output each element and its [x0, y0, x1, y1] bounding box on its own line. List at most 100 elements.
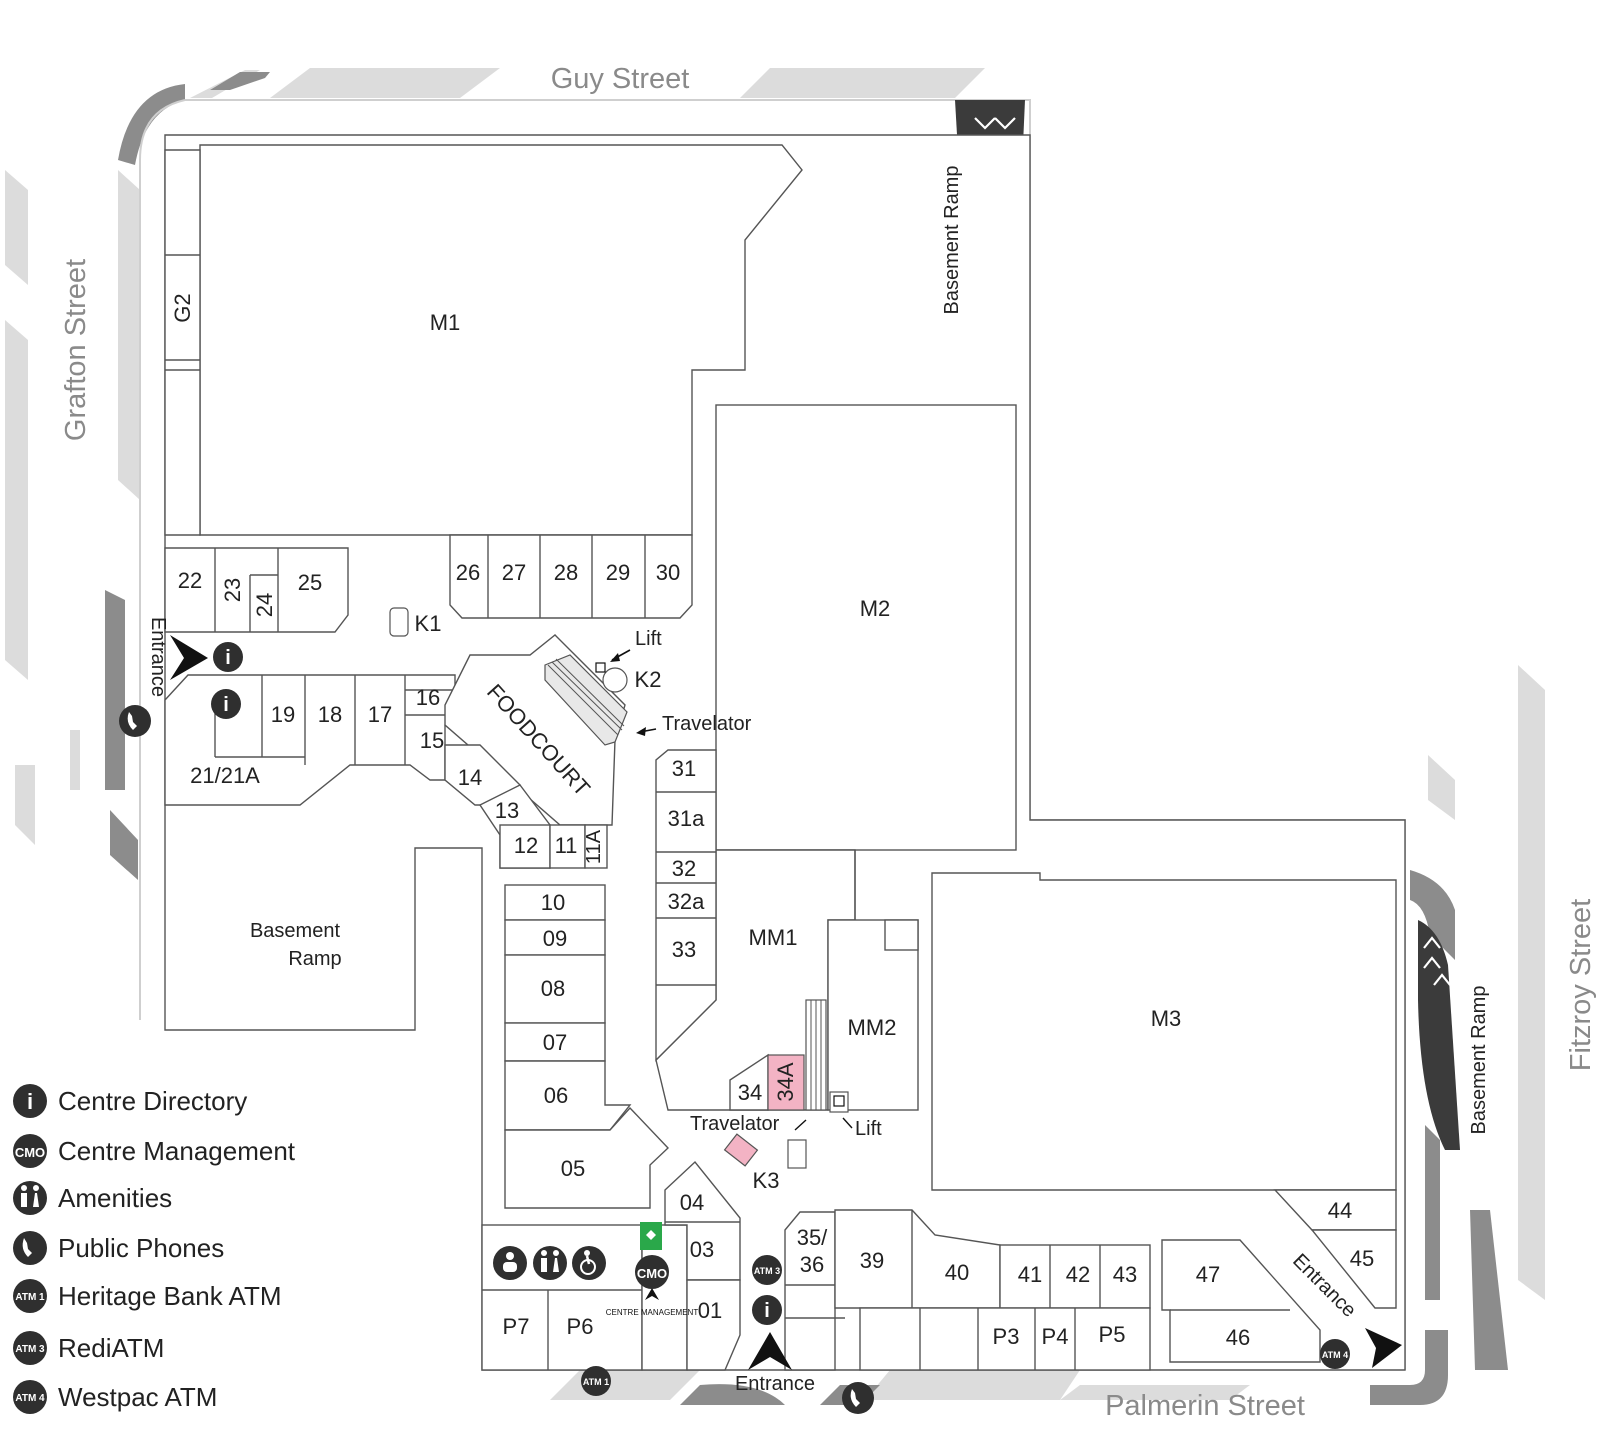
svg-text:ATM 4: ATM 4 — [1322, 1350, 1348, 1360]
shop-31-label: 31 — [672, 756, 696, 781]
shop-13-label: 13 — [495, 798, 519, 823]
shop-42-label: 42 — [1066, 1262, 1090, 1287]
svg-text:i: i — [764, 1300, 770, 1322]
shop-21-label: 21/21A — [190, 763, 260, 788]
shop-14-label: 14 — [458, 765, 482, 790]
shop-12-label: 12 — [514, 833, 538, 858]
shop-29-label: 29 — [606, 560, 630, 585]
legend-item-westpac-atm: ATM 4 Westpac ATM — [13, 1380, 217, 1414]
svg-text:ATM 1: ATM 1 — [583, 1377, 609, 1387]
shop-15-label: 15 — [420, 728, 444, 753]
shop-01-label: 01 — [698, 1298, 722, 1323]
info-badge-west-2[interactable]: i — [211, 689, 241, 719]
anchor-mm2-label: MM2 — [848, 1015, 897, 1040]
shop-41-label: 41 — [1018, 1262, 1042, 1287]
accessible-toilet-icon — [572, 1246, 606, 1280]
anchor-mm2[interactable] — [827, 919, 919, 1111]
legend-atm3-icon: ATM 3 — [15, 1344, 45, 1355]
anchor-m1[interactable] — [199, 144, 803, 536]
entrance-arrow-south — [748, 1332, 792, 1370]
shop-19-label: 19 — [271, 702, 295, 727]
road-markings — [5, 68, 1545, 1405]
kiosk-k2-shape — [602, 667, 628, 693]
shop-22-label: 22 — [178, 568, 202, 593]
legend-label: Heritage Bank ATM — [58, 1281, 282, 1311]
shop-26-label: 26 — [456, 560, 480, 585]
shop-34a-highlight[interactable] — [767, 1054, 805, 1111]
shop-18-label: 18 — [318, 702, 342, 727]
shop-33-label: 33 — [672, 937, 696, 962]
info-badge-south[interactable]: i — [752, 1295, 782, 1325]
lift-icon-south — [833, 1095, 845, 1107]
shop-28-label: 28 — [554, 560, 578, 585]
entrance-arrow-east — [1365, 1328, 1402, 1368]
phone-badge-south[interactable] — [842, 1382, 874, 1414]
anchor-m3-label: M3 — [1151, 1006, 1182, 1031]
anchor-m2-label: M2 — [860, 596, 891, 621]
basement-ramp-label-north: Basement Ramp — [941, 166, 963, 315]
kiosk-k1-shape — [389, 607, 409, 637]
shop-23-label: 23 — [220, 578, 245, 602]
shop-08-label: 08 — [541, 976, 565, 1001]
shop-p5-label: P5 — [1099, 1322, 1126, 1347]
info-badge-west-1[interactable]: i — [213, 642, 243, 672]
legend-label: RediATM — [58, 1333, 164, 1363]
toilets-icon — [533, 1246, 567, 1280]
entrance-label-south: Entrance — [735, 1373, 815, 1395]
shop-40-label: 40 — [945, 1260, 969, 1285]
kiosk-k3-label: K3 — [753, 1168, 780, 1193]
shop-05-label: 05 — [561, 1156, 585, 1181]
amenities-icon — [13, 1181, 47, 1215]
lift-icon-foodcourt — [595, 662, 606, 673]
shop-34a-label: 34A — [773, 1062, 798, 1101]
legend-label: Westpac ATM — [58, 1382, 217, 1412]
cmo-badge[interactable]: CMO — [635, 1255, 669, 1289]
shop-35-36-label-line2: 36 — [800, 1252, 824, 1277]
legend-atm4-icon: ATM 4 — [15, 1393, 45, 1404]
shop-32a-label: 32a — [668, 889, 705, 914]
atm3-badge-map[interactable]: ATM 3 — [752, 1255, 782, 1285]
parents-room-icon — [493, 1246, 527, 1280]
shop-43-label: 43 — [1113, 1262, 1137, 1287]
legend-item-centre-management: CMO Centre Management — [13, 1134, 296, 1168]
street-name-north: Guy Street — [551, 63, 690, 95]
shop-11a-label: 11A — [583, 829, 605, 864]
shop-09-label: 09 — [543, 926, 567, 951]
shop-03-label: 03 — [690, 1237, 714, 1262]
kiosk-k3-shape[interactable] — [723, 1133, 759, 1167]
anchor-m2[interactable] — [715, 404, 1017, 851]
shop-p6-label: P6 — [567, 1314, 594, 1339]
shop-35-36-label-line1: 35/ — [797, 1225, 828, 1250]
shop-39-label: 39 — [860, 1248, 884, 1273]
shop-p7-label: P7 — [503, 1314, 530, 1339]
anchor-m3[interactable] — [931, 872, 1397, 1191]
phone-badge-west[interactable] — [119, 705, 151, 737]
phone-icon — [850, 1389, 860, 1407]
shop-27-label: 27 — [502, 560, 526, 585]
building-plan — [164, 134, 1406, 1371]
shop-47-label: 47 — [1196, 1262, 1220, 1287]
shop-46-label: 46 — [1226, 1325, 1250, 1350]
svg-text:ATM 3: ATM 3 — [754, 1266, 780, 1276]
legend-cmo-icon: CMO — [15, 1145, 45, 1160]
shop-32-label: 32 — [672, 856, 696, 881]
legend-atm1-icon: ATM 1 — [15, 1292, 45, 1303]
street-name-south: Palmerin Street — [1105, 1390, 1305, 1422]
shop-g2-label: G2 — [170, 293, 195, 322]
atm4-badge-map[interactable]: ATM 4 — [1320, 1339, 1350, 1369]
svg-text:CMO: CMO — [637, 1266, 667, 1281]
shop-04-label: 04 — [680, 1190, 704, 1215]
shop-p3-label: P3 — [993, 1324, 1020, 1349]
shop-16-label: 16 — [416, 685, 440, 710]
kiosk-k1-label: K1 — [415, 611, 442, 636]
shop-24-label: 24 — [252, 593, 277, 617]
lift-label-foodcourt: Lift — [635, 628, 662, 650]
legend-item-rediatm: ATM 3 RediATM — [13, 1331, 164, 1365]
shop-17-label: 17 — [368, 702, 392, 727]
legend-item-public-phones: Public Phones — [13, 1231, 224, 1265]
atm1-badge-map[interactable]: ATM 1 — [581, 1366, 611, 1396]
lift-label-south: Lift — [855, 1118, 882, 1140]
anchor-m1-label: M1 — [430, 310, 461, 335]
travelator-label-foodcourt: Travelator — [662, 713, 752, 735]
